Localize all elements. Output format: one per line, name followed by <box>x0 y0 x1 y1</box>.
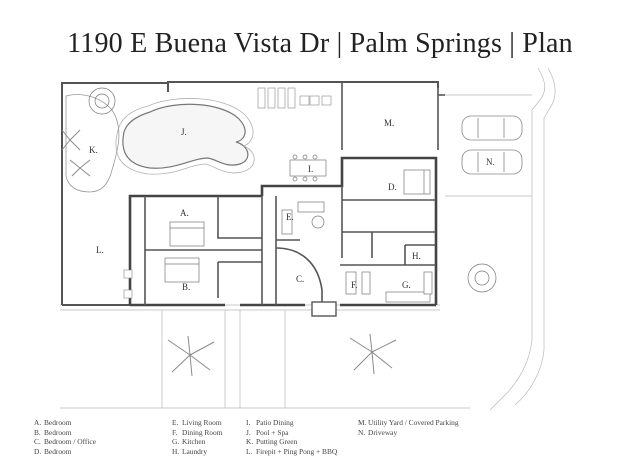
legend-item: N.Driveway <box>358 428 459 438</box>
room-label-g: G. <box>402 280 411 290</box>
lounge-chairs-left <box>123 269 133 299</box>
legend-column-2: E.Living Room F. Dining Room G.Kitchen H.… <box>172 418 222 456</box>
room-label-f: F. <box>351 280 358 290</box>
legend-key: H. <box>172 446 180 456</box>
legend-item: M.Utility Yard / Covered Parking <box>358 418 459 428</box>
legend-column-4: M.Utility Yard / Covered Parking N.Drive… <box>358 418 459 437</box>
pool-coping <box>115 98 255 175</box>
lounge-chairs <box>257 87 332 109</box>
putting-green <box>65 94 120 193</box>
kitchen-counter <box>385 271 433 303</box>
legend-key: M. <box>358 418 367 427</box>
room-label-n: N. <box>486 157 495 167</box>
legend-column-1: A.Bedroom B.Bedroom C.Bedroom / Office D… <box>34 418 96 456</box>
legend-label: Bedroom / Office <box>44 437 96 447</box>
palm-tree-3 <box>61 129 81 151</box>
legend-key: L. <box>246 446 253 456</box>
legend-item: D.Bedroom <box>34 447 96 457</box>
legend-column-3: I. Patio Dining J. Pool + Spa K.Putting Gr… <box>246 418 337 456</box>
legend-label: Bedroom <box>44 418 72 427</box>
legend-label: Kitchen <box>182 437 206 447</box>
plant-shrub-2 <box>467 263 497 293</box>
legend-key: J. <box>246 427 251 437</box>
bed-b <box>164 257 200 283</box>
legend-label: Putting Green <box>256 437 298 447</box>
legend-label: Driveway <box>368 427 398 437</box>
sofa-e <box>281 201 325 235</box>
legend-label: Firepit + Ping Pong + BBQ <box>256 446 338 456</box>
bed-d <box>403 169 431 195</box>
dining-table <box>345 271 371 295</box>
legend-key: F. <box>172 427 178 437</box>
palm-tree-4 <box>69 159 91 177</box>
plant-shrub-1 <box>88 87 116 115</box>
legend-label: Bedroom <box>44 427 72 437</box>
legend-key: I. <box>246 418 251 427</box>
curved-wall <box>275 247 323 305</box>
room-label-i: I. <box>308 164 313 174</box>
utility-yard <box>341 81 445 150</box>
legend-key: G. <box>172 437 180 447</box>
interior-walls <box>144 186 436 305</box>
room-label-l: L. <box>96 245 104 255</box>
room-label-k: K. <box>89 145 98 155</box>
legend-item: L.Firepit + Ping Pong + BBQ <box>246 447 337 457</box>
legend-label: Living Room <box>182 418 222 427</box>
room-label-j: J. <box>181 127 187 137</box>
legend-item: B.Bedroom <box>34 428 96 438</box>
legend-label: Laundry <box>182 446 208 456</box>
legend-item: E.Living Room <box>172 418 222 428</box>
legend-label: Bedroom <box>44 446 72 456</box>
legend-key: B. <box>34 427 41 437</box>
pool <box>122 103 249 169</box>
legend-item: I. Patio Dining <box>246 418 337 428</box>
legend-key: C. <box>34 437 41 447</box>
car-1 <box>461 115 523 141</box>
legend-item: A.Bedroom <box>34 418 96 428</box>
legend-label: Pool + Spa <box>256 427 289 437</box>
car-2 <box>461 149 523 175</box>
legend-key: N. <box>358 427 366 437</box>
legend-label: Utility Yard / Covered Parking <box>368 418 459 427</box>
legend-label: Patio Dining <box>256 418 294 427</box>
legend-item: K.Putting Green <box>246 437 337 447</box>
legend-label: Dining Room <box>182 427 223 437</box>
room-label-h: H. <box>412 251 421 261</box>
patio-dining-table <box>289 154 327 182</box>
legend-key: E. <box>172 418 179 427</box>
bed-a <box>169 221 205 247</box>
legend-key: K. <box>246 437 254 447</box>
palm-tree-1 <box>167 335 215 377</box>
room-label-d: D. <box>388 182 397 192</box>
room-label-m: M. <box>384 118 394 128</box>
room-label-e: E. <box>286 212 294 222</box>
room-label-b: B. <box>182 282 190 292</box>
room-label-a: A. <box>180 208 189 218</box>
legend-key: A. <box>34 418 42 427</box>
legend-key: D. <box>34 446 42 456</box>
fireplace <box>311 301 337 317</box>
room-label-c: C. <box>296 274 304 284</box>
yard-wall <box>61 81 439 306</box>
legend-item: C.Bedroom / Office <box>34 437 96 447</box>
legend-item: J. Pool + Spa <box>246 428 337 438</box>
legend-item: F. Dining Room <box>172 428 222 438</box>
page-title: 1190 E Buena Vista Dr | Palm Springs | P… <box>67 28 573 59</box>
legend-item: H.Laundry <box>172 447 222 457</box>
palm-tree-2 <box>349 333 397 375</box>
legend-item: G.Kitchen <box>172 437 222 447</box>
